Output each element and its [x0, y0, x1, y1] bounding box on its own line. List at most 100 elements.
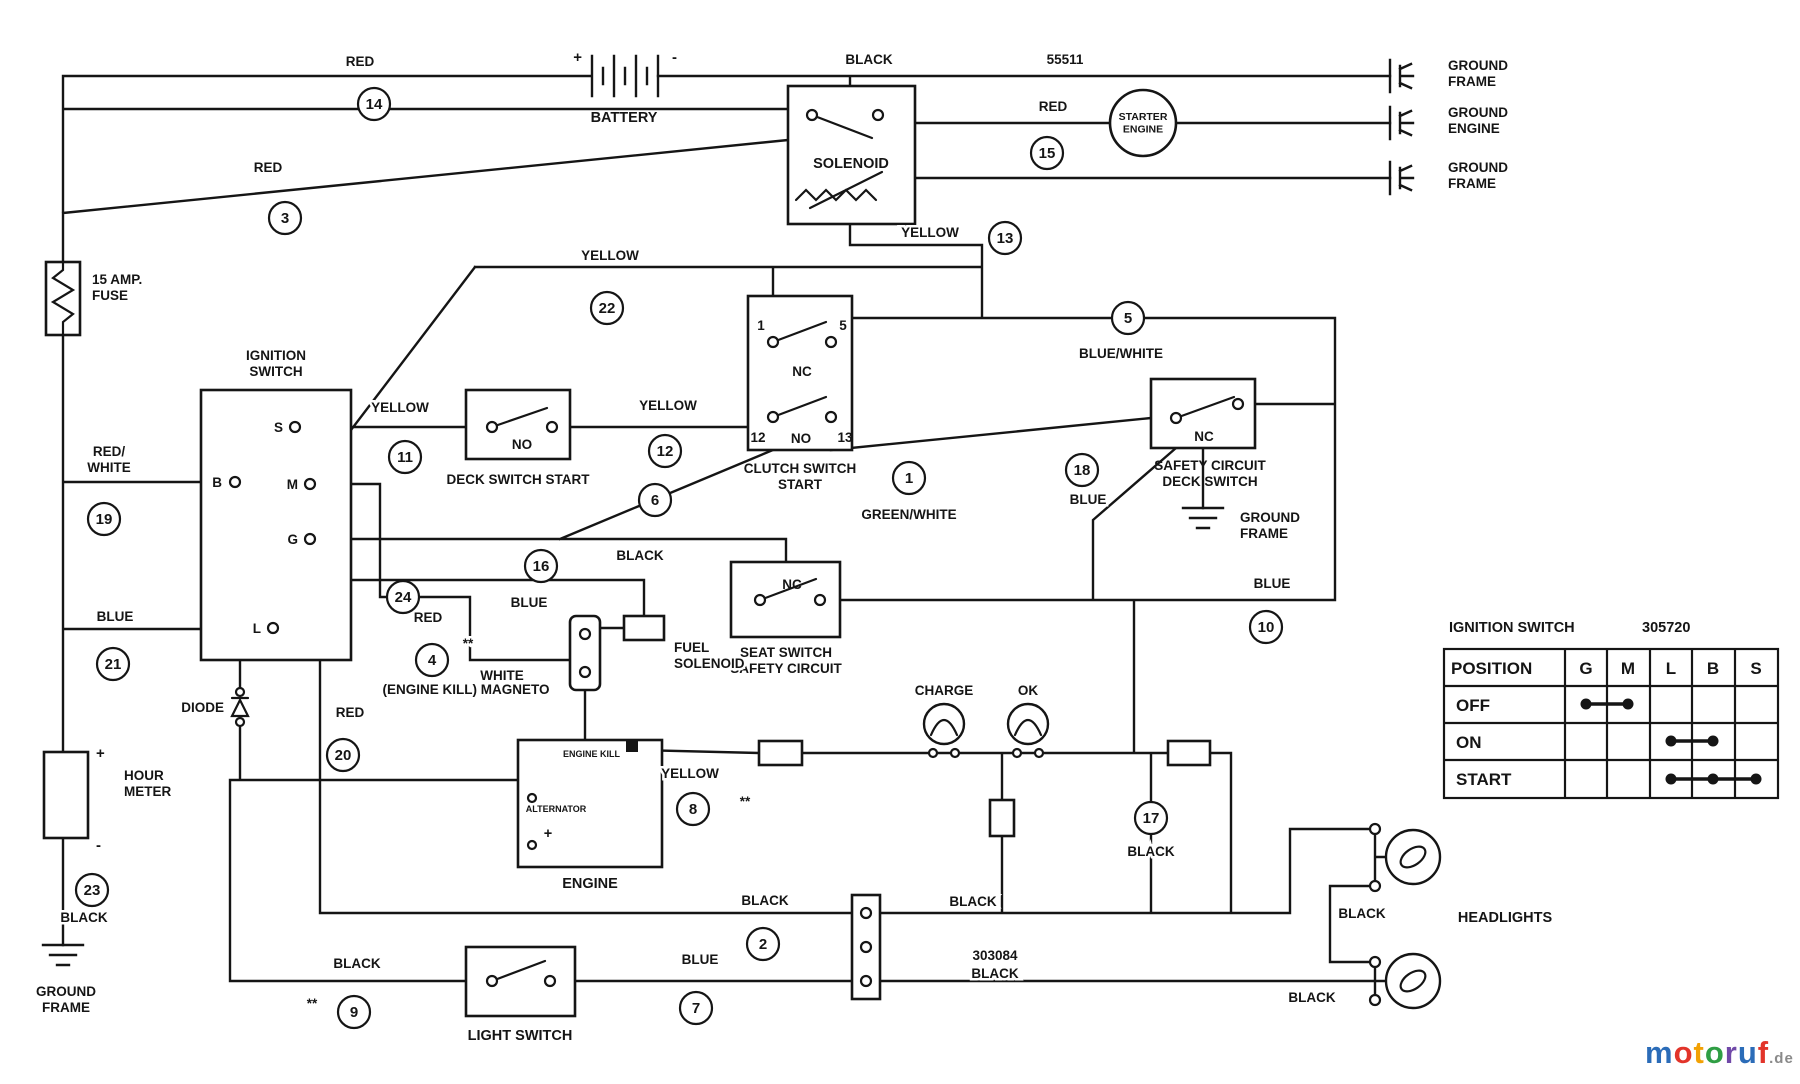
battery: + - BATTERY: [573, 49, 677, 126]
part-number-303084: 303084: [972, 948, 1018, 963]
clutch-terminal-5: [824, 335, 838, 349]
callout-4: 4: [414, 642, 450, 678]
wire-label-blue-18: BLUE: [1070, 492, 1107, 507]
light-switch-blade: [490, 959, 547, 983]
seat-switch-blade: [758, 577, 818, 602]
table-connection-on: [1665, 735, 1719, 747]
ignition-switch-table: IGNITION SWITCH 305720 POSITION G M L B …: [1442, 620, 1780, 800]
wire-label-black-connector: BLACK: [949, 894, 996, 909]
lamp-terminal: [1011, 747, 1023, 759]
ok-lamp: [1006, 702, 1050, 746]
harness-connector: [850, 893, 882, 1001]
callout-16-number: 16: [533, 558, 550, 575]
stars-engine: **: [740, 794, 751, 809]
safety-deck-contact-label: NC: [1194, 429, 1214, 444]
clutch-no-label: NO: [791, 431, 811, 446]
connector-pin: [859, 906, 873, 920]
terminal-l: [266, 621, 280, 635]
wire-label-red-14: RED: [346, 54, 375, 69]
terminal-g: [303, 532, 317, 546]
wire-label-blue-7: BLUE: [682, 952, 719, 967]
wire-label-black-9: BLACK: [333, 956, 380, 971]
solenoid-coil: [794, 188, 878, 202]
connector-pin: [859, 974, 873, 988]
callout-15: 15: [1029, 135, 1065, 171]
callout-20: 20: [325, 737, 361, 773]
ok-lamp-label: OK: [1018, 683, 1039, 698]
table-header-g: G: [1579, 659, 1592, 678]
wire-label-red-24: RED: [414, 610, 443, 625]
wire-label-black-303084: BLACK: [971, 966, 1018, 981]
alternator-plus: +: [544, 826, 552, 842]
light-switch: LIGHT SWITCH: [464, 945, 577, 1044]
wire-label-yellow-11: YELLOW: [371, 400, 429, 415]
callout-11-number: 11: [397, 449, 413, 466]
safety-deck-terminal: [1231, 397, 1245, 411]
engine-kill-terminal: [626, 740, 638, 752]
callout-1: 1: [891, 460, 927, 496]
deck-switch-terminal: [545, 420, 559, 434]
callout-24-number: 24: [395, 589, 412, 606]
wire-color-labels: RED RED RED YELLOW YELLOW BLUE/WHITE YEL…: [58, 50, 1388, 1014]
deck-switch-blade: [490, 406, 549, 429]
lamp-terminal: [1033, 747, 1045, 759]
terminal-s-label: S: [274, 420, 283, 435]
callout-17-number: 17: [1143, 810, 1160, 827]
table-header-l: L: [1666, 659, 1676, 678]
watermark: motoruf.de: [1645, 1035, 1794, 1071]
diode-terminal: [234, 716, 246, 728]
clutch-switch-box: [746, 294, 854, 452]
ok-lamp-filament: [1013, 718, 1043, 737]
seat-switch-contact-label: NC: [782, 577, 802, 592]
engine-terminal: [526, 839, 538, 851]
safety-deck-box: [1149, 377, 1257, 450]
wire-label-black-headlight-1: BLACK: [1338, 906, 1385, 921]
diode-terminal: [234, 686, 246, 698]
lamp-terminal: [927, 747, 939, 759]
headlight-reflector: [1399, 845, 1427, 869]
callout-24: 24: [385, 579, 421, 615]
terminal-m-label: M: [287, 477, 298, 492]
wire-label-blue-10: BLUE: [1254, 576, 1291, 591]
clutch-terminal-13: [824, 410, 838, 424]
callout-6-number: 6: [651, 492, 659, 509]
callout-13: 13: [987, 220, 1023, 256]
callout-4-number: 4: [428, 652, 437, 669]
stars-light-switch: **: [307, 996, 318, 1011]
engine-box: [516, 738, 664, 869]
deck-switch-terminal: [485, 420, 499, 434]
solenoid-blade-2: [808, 170, 884, 210]
callout-9: 9: [336, 994, 372, 1030]
callout-22-number: 22: [599, 300, 616, 317]
wire-label-black-6: BLACK: [616, 548, 663, 563]
callout-19-number: 19: [96, 511, 113, 528]
wire-label-blue-21: BLUE: [97, 609, 134, 624]
diode-label: DIODE: [181, 700, 224, 715]
callouts: 14 3 15 13 22 5 11 12 1 18 6 16 10 19 21…: [74, 86, 1284, 1030]
clutch-t12-label: 12: [750, 430, 765, 445]
table-title: IGNITION SWITCH: [1449, 620, 1575, 636]
callout-10-number: 10: [1258, 619, 1275, 636]
fuse-element: [50, 260, 76, 337]
engine-kill-label: ENGINE KILL: [563, 749, 621, 759]
callout-10: 10: [1248, 609, 1284, 645]
battery-plates: [590, 54, 660, 98]
fuel-solenoid-terminal: [578, 627, 592, 641]
clutch-terminal-1: [766, 335, 780, 349]
wire-label-red-15: RED: [1039, 99, 1068, 114]
headlights-label: HEADLIGHTS: [1458, 910, 1553, 926]
watermark-tld: .de: [1769, 1050, 1794, 1067]
engine: ENGINE KILL ALTERNATOR + ENGINE: [516, 738, 664, 892]
clutch-terminal-12: [766, 410, 780, 424]
wire-label-black-headlight-2: BLACK: [1288, 990, 1335, 1005]
callout-7: 7: [678, 990, 714, 1026]
